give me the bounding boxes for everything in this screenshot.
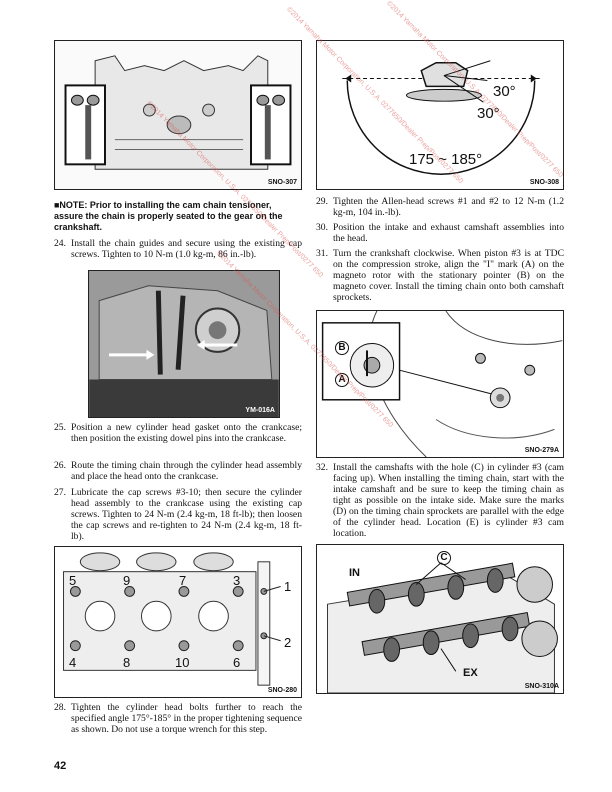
figure-caption: SNO-307	[267, 179, 297, 186]
step-text: Turn the crankshaft clockwise. When pist…	[333, 248, 564, 303]
step-text: Install the chain guides and secure usin…	[71, 238, 302, 260]
figure-sno-308: 30° 30° 175 ~ 185° SNO-308	[316, 40, 564, 190]
camshaft-illustration	[327, 562, 558, 693]
bolt-number-2: 2	[284, 635, 292, 650]
step-number: 25.	[54, 422, 66, 433]
step-number: 31.	[316, 248, 328, 259]
bolt-sequence-illustration	[63, 552, 281, 686]
bolt-number-4: 4	[69, 655, 77, 670]
callout-b: B	[335, 341, 349, 355]
angle-label-30-upper: 30°	[493, 83, 516, 100]
step-25: 25. Position a new cylinder head gasket …	[54, 422, 302, 444]
bolt-number-3: 3	[233, 573, 241, 588]
angle-diagram	[342, 60, 540, 175]
figure-sno-279a: B A SNO-279A	[316, 310, 564, 458]
step-number: 24.	[54, 238, 66, 249]
step-text: Tighten the cylinder head bolts further …	[71, 702, 302, 735]
cylinder-head-illustration	[55, 41, 301, 189]
step-30: 30. Position the intake and exhaust cams…	[316, 222, 564, 244]
step-number: 26.	[54, 460, 66, 471]
step-number: 29.	[316, 196, 328, 207]
step-text: Position the intake and exhaust camshaft…	[333, 222, 564, 244]
step-32: 32. Install the camshafts with the hole …	[316, 462, 564, 539]
figure-caption: SNO-308	[529, 179, 559, 186]
bolt-number-7: 7	[179, 573, 187, 588]
figure-sno-310a: IN EX C SNO-310A	[316, 544, 564, 694]
angle-label-30-lower: 30°	[477, 105, 500, 122]
angle-range-label: 175 ~ 185°	[409, 151, 483, 168]
intake-label: IN	[349, 567, 360, 579]
bolt-number-1: 1	[284, 579, 292, 594]
step-text: Tighten the Allen-head screws #1 and #2 …	[333, 196, 564, 218]
figure-caption: YM-016A	[245, 407, 275, 414]
callout-c: C	[437, 551, 451, 565]
step-27: 27. Lubricate the cap screws #3-10; then…	[54, 487, 302, 542]
figure-caption: SNO-310A	[524, 683, 559, 690]
engine-photo	[89, 271, 279, 417]
figure-ym-016a: YM-016A	[88, 270, 280, 418]
step-text: Install the camshafts with the hole (C) …	[333, 462, 564, 539]
step-text: Position a new cylinder head gasket onto…	[71, 422, 302, 444]
figure-caption: SNO-279A	[524, 447, 559, 454]
step-24: 24. Install the chain guides and secure …	[54, 238, 302, 260]
callout-a: A	[335, 373, 349, 387]
step-31: 31. Turn the crankshaft clockwise. When …	[316, 248, 564, 303]
step-number: 30.	[316, 222, 328, 233]
step-number: 27.	[54, 487, 66, 498]
step-number: 28.	[54, 702, 66, 713]
step-text: Route the timing chain through the cylin…	[71, 460, 302, 482]
figure-sno-307: SNO-307	[54, 40, 302, 190]
bolt-number-10: 10	[175, 655, 190, 670]
note-text: ■NOTE: Prior to installing the cam chain…	[54, 200, 283, 232]
step-text: Lubricate the cap screws #3-10; then sec…	[71, 487, 302, 542]
step-number: 32.	[316, 462, 328, 473]
magneto-illustration	[321, 311, 563, 457]
step-29: 29. Tighten the Allen-head screws #1 and…	[316, 196, 564, 218]
step-28: 28. Tighten the cylinder head bolts furt…	[54, 702, 302, 735]
figure-caption: SNO-280	[267, 687, 297, 694]
step-26: 26. Route the timing chain through the c…	[54, 460, 302, 482]
figure-sno-280: 5 9 7 3 1 2 4 8 10 6 SNO-280	[54, 546, 302, 698]
bolt-number-8: 8	[123, 655, 131, 670]
bolt-number-5: 5	[69, 573, 77, 588]
exhaust-label: EX	[463, 667, 478, 679]
page-number: 42	[54, 760, 67, 772]
bolt-number-6: 6	[233, 655, 241, 670]
bolt-number-9: 9	[123, 573, 131, 588]
